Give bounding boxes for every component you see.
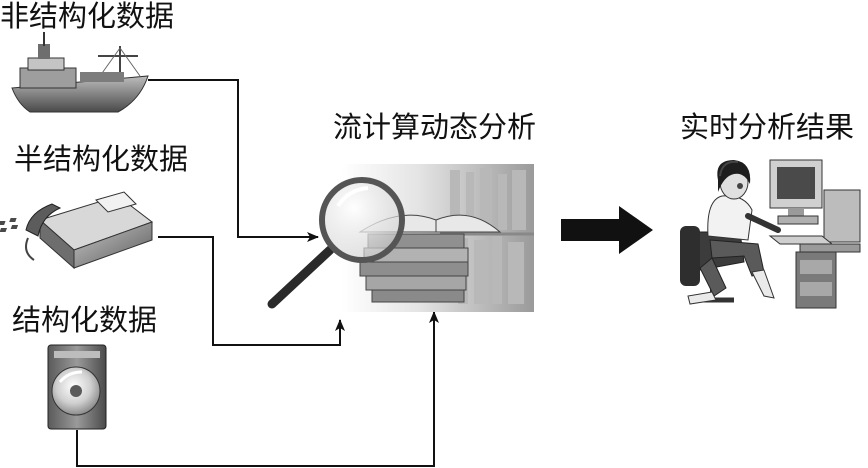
connector-structured <box>77 312 434 466</box>
ship-icon <box>12 32 148 112</box>
arrow-right-icon <box>561 206 653 254</box>
analyst-computer-icon <box>680 160 860 308</box>
connector-semi-structured <box>158 237 340 345</box>
database-disk-icon <box>48 345 106 429</box>
connector-unstructured <box>148 80 318 237</box>
fax-machine-icon <box>0 192 152 268</box>
